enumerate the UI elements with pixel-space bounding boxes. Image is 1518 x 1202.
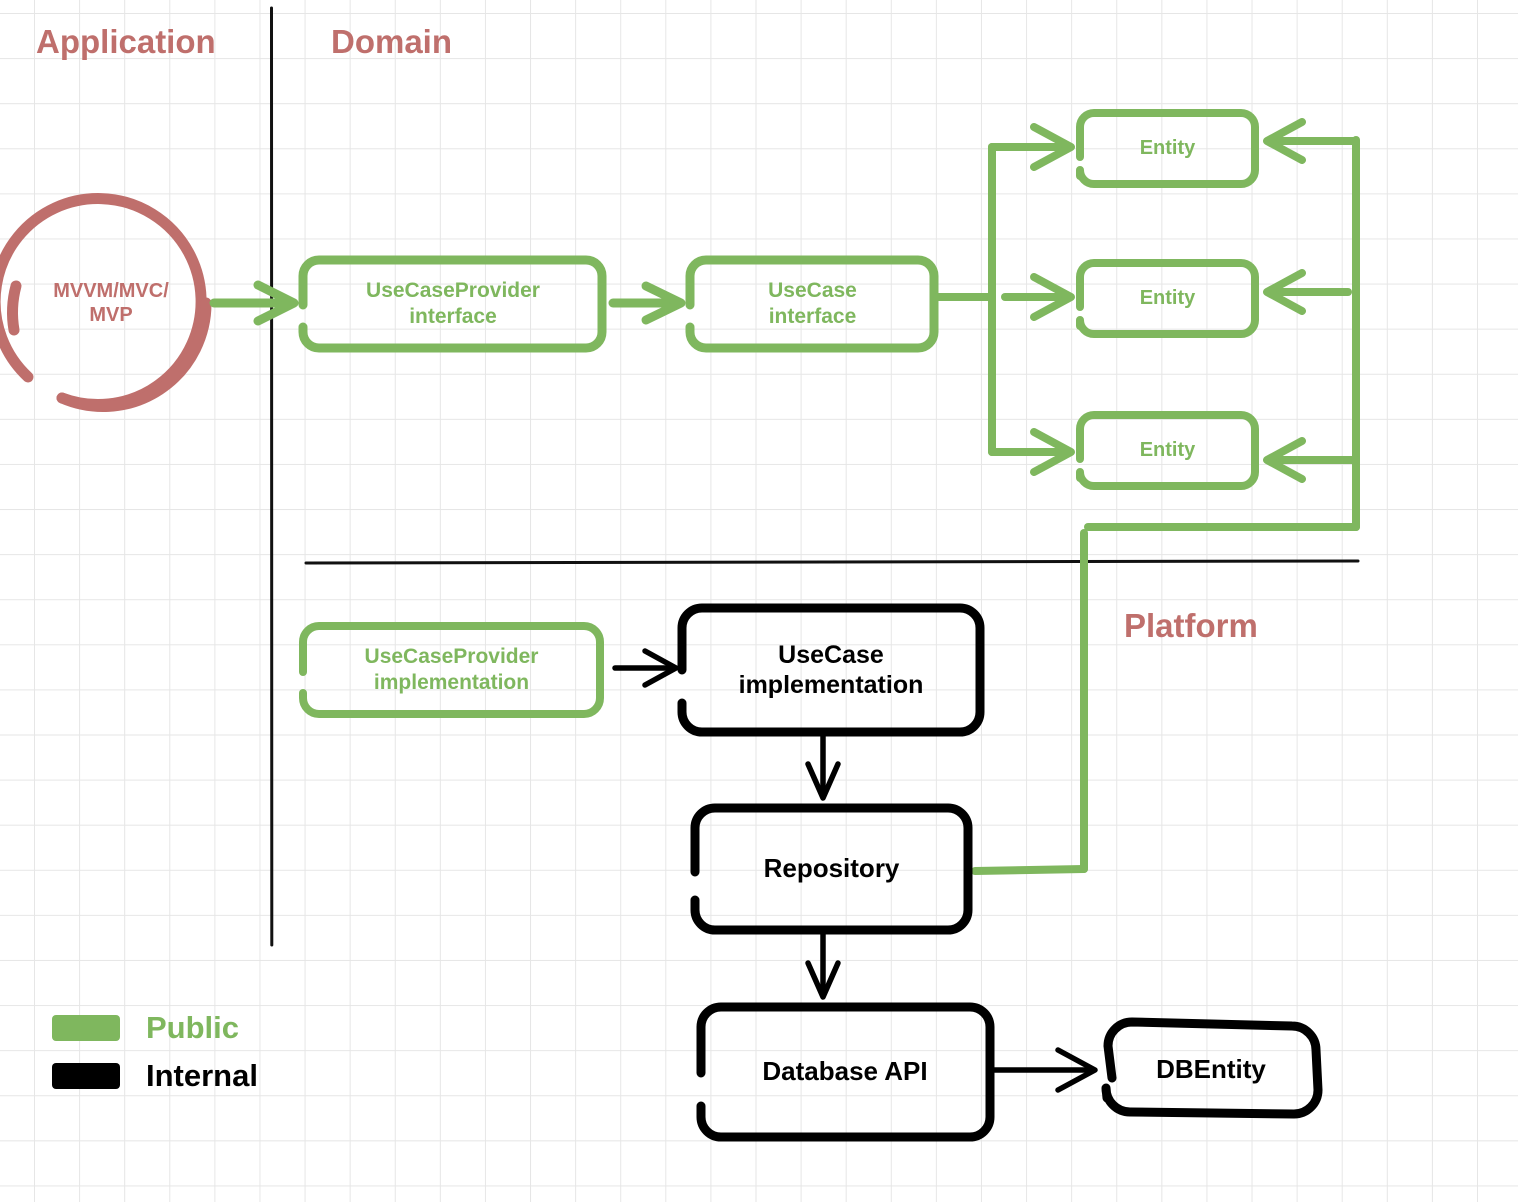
legend-item-internal: Internal <box>52 1052 258 1100</box>
zone-label-platform: Platform <box>1124 607 1258 644</box>
node-mvvm-mvc-mvp[interactable]: MVVM/MVC/ MVP <box>8 200 214 406</box>
edge-database-api-to-dbentity <box>989 1047 1098 1093</box>
node-usecaseprovider-interface[interactable]: UseCaseProvider interface <box>303 259 603 349</box>
legend-label-public: Public <box>146 1010 240 1045</box>
repository-box-shape <box>690 803 973 935</box>
ucp-interface-box-shape <box>298 255 607 353</box>
zone-label-domain: Domain <box>331 23 453 60</box>
node-repository[interactable]: Repository <box>694 808 969 930</box>
edge-repository-to-entities <box>971 118 1360 875</box>
ucp-implementation-box-shape <box>299 622 604 718</box>
node-entity-3[interactable]: Entity <box>1080 414 1255 486</box>
entity-1-box-shape <box>1076 109 1259 188</box>
legend-swatch-public-icon <box>52 1015 120 1041</box>
divider-domain-platform <box>304 559 1360 565</box>
node-mvvm-label-line1: MVVM/MVC/ <box>53 279 169 302</box>
entity-2-box-shape <box>1076 259 1259 338</box>
node-usecase-interface[interactable]: UseCase interface <box>690 259 935 348</box>
edge-repository-to-database-api <box>805 930 841 1000</box>
node-uc-impl-label-line2: implementation <box>738 671 924 699</box>
node-ucp-interface-label-line1: UseCaseProvider <box>366 279 540 303</box>
node-usecaseprovider-implementation[interactable]: UseCaseProvider implementation <box>303 625 600 715</box>
node-uc-interface-label-line1: UseCase <box>768 278 857 302</box>
node-dbentity-label: DBEntity <box>1156 1054 1266 1085</box>
node-ucp-impl-label-line2: implementation <box>373 671 530 694</box>
node-entity-1[interactable]: Entity <box>1080 112 1255 184</box>
node-entity-3-label: Entity <box>1139 438 1196 461</box>
node-database-api-label: Database API <box>762 1056 928 1087</box>
edge-uc-impl-to-repository <box>805 732 841 801</box>
node-mvvm-label-line2: MVP <box>89 304 133 326</box>
uc-implementation-box-shape <box>677 603 985 737</box>
entity-3-box-shape <box>1076 411 1259 490</box>
uc-interface-box-shape <box>685 255 939 353</box>
node-ucp-impl-label-line1: UseCaseProvider <box>364 645 539 669</box>
edge-mvvm-to-ucp-interface <box>209 280 299 326</box>
legend: Public Internal <box>52 1004 258 1100</box>
node-entity-2-label: Entity <box>1139 286 1196 309</box>
node-dbentity[interactable]: DBEntity <box>1102 1026 1320 1114</box>
zone-label-application: Application <box>36 23 216 60</box>
node-database-api[interactable]: Database API <box>700 1007 990 1137</box>
legend-item-public: Public <box>52 1004 258 1052</box>
node-usecase-implementation[interactable]: UseCase implementation <box>681 608 981 732</box>
edge-uc-interface-to-entities <box>933 123 1075 476</box>
node-uc-impl-label-line1: UseCase <box>778 640 884 669</box>
mvvm-circle-shape <box>0 193 212 413</box>
node-entity-2[interactable]: Entity <box>1080 262 1255 334</box>
node-entity-1-label: Entity <box>1139 136 1196 159</box>
node-repository-label: Repository <box>763 853 900 884</box>
database-api-box-shape <box>696 1002 995 1142</box>
legend-swatch-internal-icon <box>52 1063 120 1089</box>
node-ucp-interface-label-line2: interface <box>409 305 497 328</box>
legend-label-internal: Internal <box>146 1058 258 1093</box>
dbentity-box-shape <box>1101 1017 1323 1119</box>
edge-ucp-interface-to-uc-interface <box>608 281 686 325</box>
edge-ucp-impl-to-uc-impl <box>612 648 679 688</box>
node-uc-interface-label-line2: interface <box>768 304 857 328</box>
